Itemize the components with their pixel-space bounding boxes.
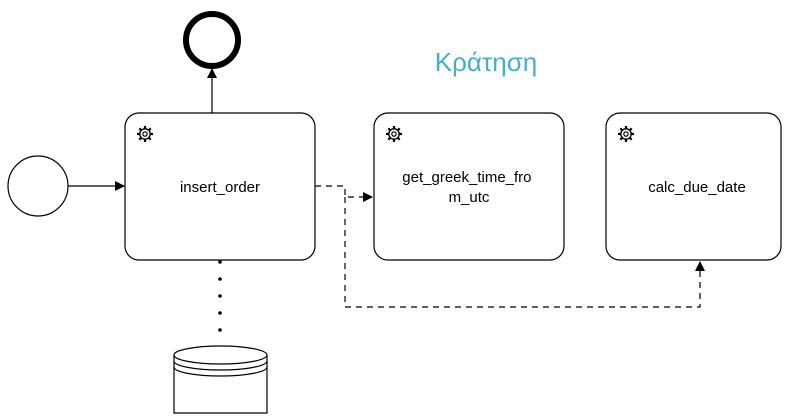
task-get-greek-time-from-utc[interactable]: get_greek_time_fro m_utc bbox=[373, 112, 565, 261]
message-flow-to-get-greek-time[interactable] bbox=[315, 185, 373, 202]
task-calc-due-date[interactable]: calc_due_date bbox=[605, 112, 782, 261]
diagram-title: Κράτηση bbox=[435, 47, 537, 77]
task-label: insert_order bbox=[180, 179, 260, 196]
task-label: calc_due_date bbox=[648, 179, 746, 196]
svg-text:get_greek_time_fro m_utc: get_greek_time_fro m_utc bbox=[402, 169, 535, 206]
end-event[interactable] bbox=[183, 11, 241, 69]
task-label: m_utc bbox=[449, 189, 490, 206]
data-association[interactable] bbox=[218, 260, 222, 332]
task-insert-order[interactable]: insert_order bbox=[124, 112, 316, 261]
task-label: get_greek_time_fro bbox=[402, 169, 531, 186]
svg-text:calc_due_date: calc_due_date bbox=[648, 179, 746, 196]
message-flow-to-calc-due-date[interactable] bbox=[344, 197, 705, 308]
svg-text:insert_order: insert_order bbox=[180, 179, 260, 196]
start-event[interactable] bbox=[7, 155, 69, 217]
data-store[interactable] bbox=[173, 345, 268, 414]
